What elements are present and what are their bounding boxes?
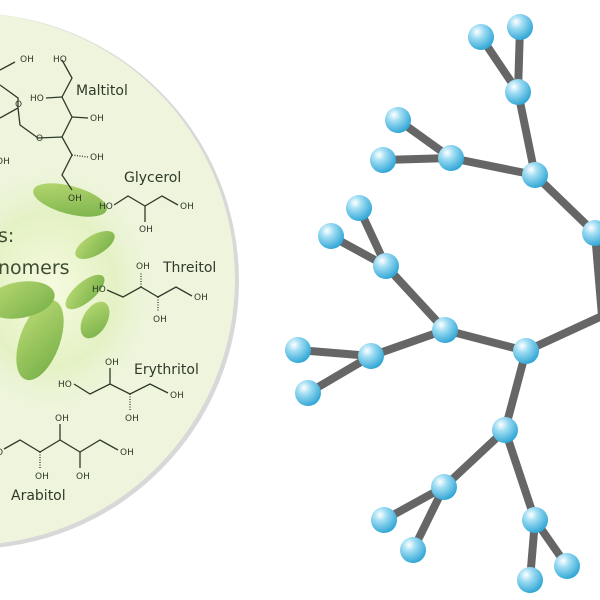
group-label: HO bbox=[58, 380, 72, 390]
molecule-arabitol: Arabitol O OH OH OH OH bbox=[0, 414, 134, 504]
group-label: O bbox=[15, 100, 22, 110]
group-label: OH bbox=[136, 262, 150, 272]
network-edge bbox=[524, 312, 600, 355]
group-label: OH bbox=[76, 472, 90, 482]
network-node bbox=[522, 507, 548, 533]
network-node bbox=[492, 417, 518, 443]
molecule-maltitol: Maltitol OH HO HO OH O O OH OH OH bbox=[0, 55, 128, 204]
arabitol-label: Arabitol bbox=[11, 488, 66, 504]
group-label: OH bbox=[90, 153, 104, 163]
group-label: HO bbox=[92, 285, 106, 295]
network-node bbox=[385, 107, 411, 133]
group-label: OH bbox=[68, 194, 82, 204]
molecule-threitol: Threitol HO OH OH OH bbox=[92, 260, 216, 325]
subheading-fragment: nomers bbox=[0, 257, 70, 279]
group-label: O bbox=[36, 134, 43, 144]
group-label: OH bbox=[0, 157, 10, 167]
network-node bbox=[373, 253, 399, 279]
group-label: OH bbox=[180, 202, 194, 212]
network-node bbox=[346, 195, 372, 221]
network-node bbox=[431, 474, 457, 500]
group-label: OH bbox=[139, 225, 153, 235]
network-node bbox=[522, 162, 548, 188]
group-label: OH bbox=[120, 448, 134, 458]
network-node bbox=[507, 14, 533, 40]
molecule-glycerol: Glycerol HO OH OH bbox=[99, 170, 194, 235]
network-node bbox=[438, 145, 464, 171]
group-label: OH bbox=[125, 414, 139, 424]
network-edge bbox=[443, 326, 528, 355]
group-label: OH bbox=[90, 114, 104, 124]
group-label: O bbox=[0, 448, 3, 458]
erythritol-label: Erythritol bbox=[134, 362, 199, 378]
network-node bbox=[582, 220, 600, 246]
group-label: OH bbox=[105, 358, 119, 368]
maltitol-label: Maltitol bbox=[76, 83, 128, 99]
network-node bbox=[513, 338, 539, 364]
group-label: OH bbox=[55, 414, 69, 424]
network-node bbox=[285, 337, 311, 363]
network-node bbox=[468, 24, 494, 50]
network-node bbox=[358, 343, 384, 369]
network-node bbox=[505, 79, 531, 105]
leaves-image bbox=[0, 183, 115, 381]
network-node bbox=[400, 537, 426, 563]
group-label: OH bbox=[194, 293, 208, 303]
sugar-alcohol-panel: s: nomers Maltitol OH HO HO OH O O OH OH… bbox=[0, 14, 239, 548]
group-label: OH bbox=[170, 391, 184, 401]
glycerol-label: Glycerol bbox=[124, 170, 181, 186]
group-label: OH bbox=[153, 315, 167, 325]
group-label: OH bbox=[35, 472, 49, 482]
heading-fragment: s: bbox=[0, 225, 14, 247]
network-node bbox=[432, 317, 458, 343]
network-edge bbox=[501, 428, 539, 522]
threitol-label: Threitol bbox=[162, 260, 216, 276]
group-label: OH bbox=[20, 55, 34, 65]
network-edge bbox=[441, 427, 508, 490]
network-edge bbox=[591, 232, 600, 317]
network-edge bbox=[383, 263, 448, 333]
network-node bbox=[370, 147, 396, 173]
network-node bbox=[295, 380, 321, 406]
network-edge bbox=[369, 326, 447, 360]
group-label: HO bbox=[99, 202, 113, 212]
molecule-erythritol: Erythritol HO OH OH OH bbox=[58, 358, 199, 424]
network-node bbox=[371, 507, 397, 533]
network-node bbox=[554, 553, 580, 579]
network-edge bbox=[514, 91, 539, 176]
network-node bbox=[318, 223, 344, 249]
network-edge bbox=[501, 349, 530, 432]
group-label: HO bbox=[53, 55, 67, 65]
network-edge bbox=[532, 172, 598, 236]
network-edge bbox=[450, 154, 536, 179]
branched-polymer-network bbox=[285, 14, 600, 593]
network-node bbox=[517, 567, 543, 593]
group-label: HO bbox=[30, 94, 44, 104]
